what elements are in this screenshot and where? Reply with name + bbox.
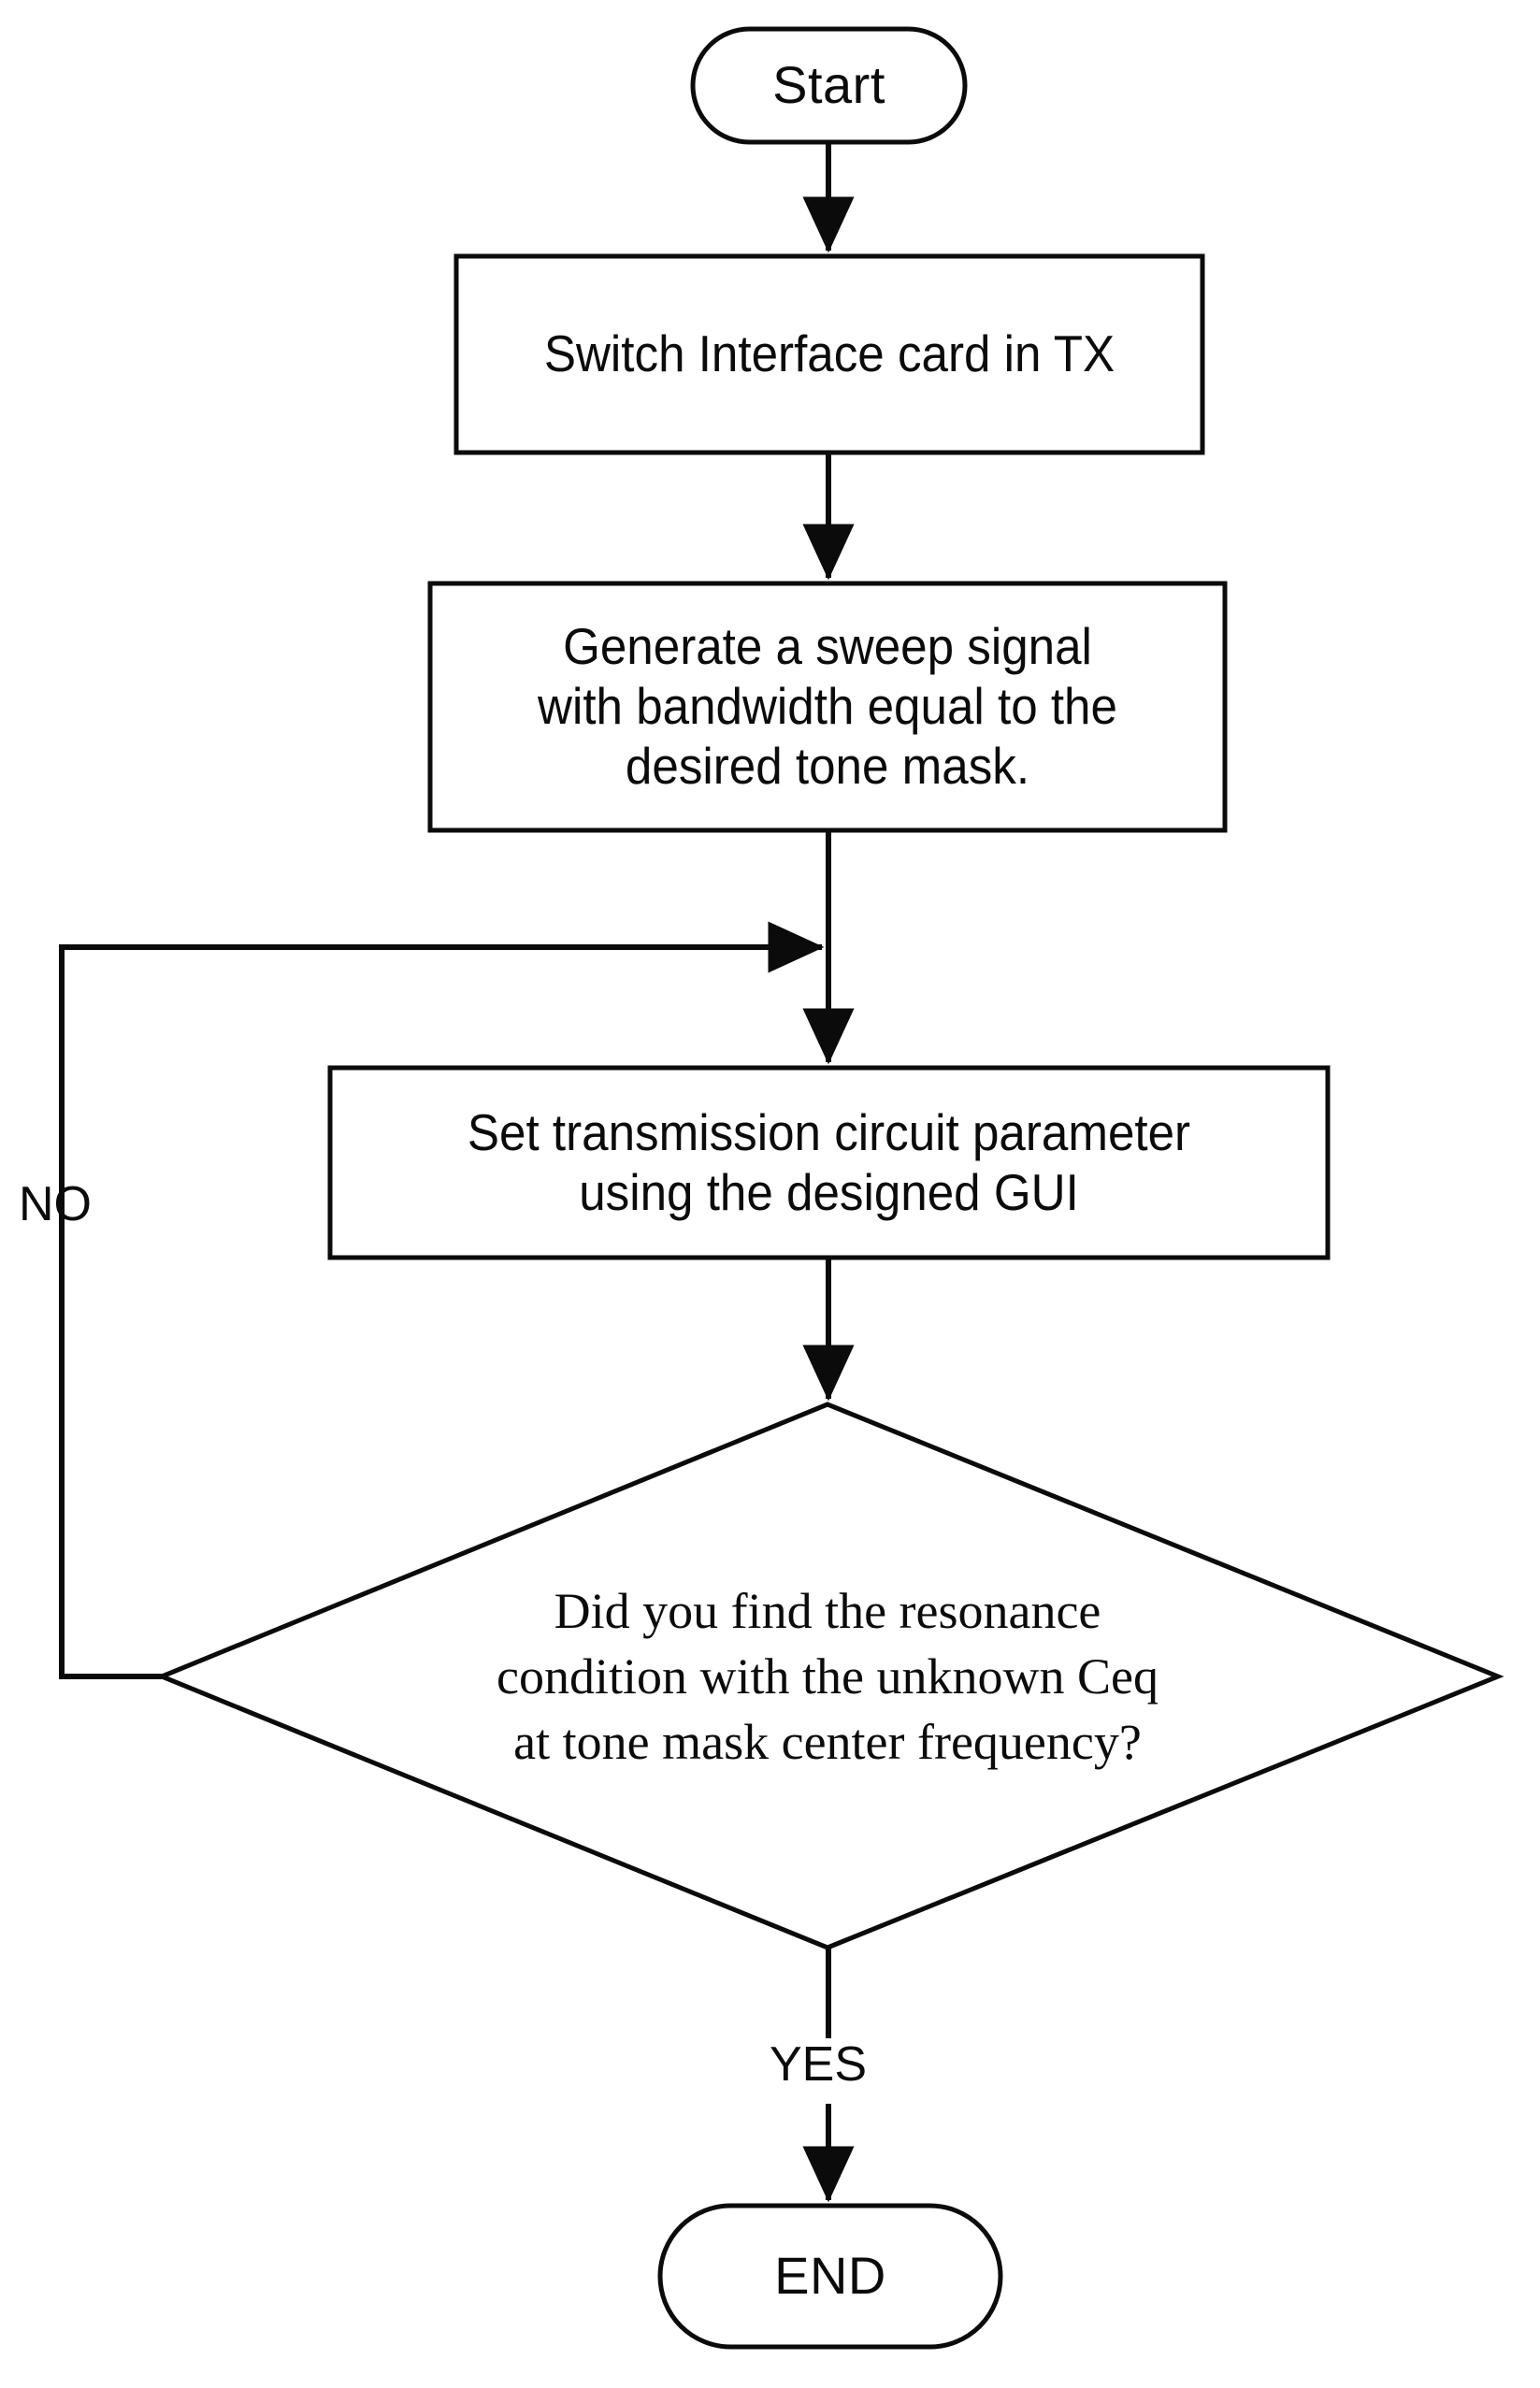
node-sweep-shape[interactable]	[427, 581, 1228, 833]
edge-decision-no-feedback	[59, 921, 825, 1679]
edge-label-no: NO	[19, 1177, 92, 1231]
edge-label-yes: YES	[770, 2037, 868, 2092]
node-set-params-shape[interactable]	[327, 1065, 1331, 1260]
node-end-shape[interactable]	[657, 2203, 1003, 2350]
node-start-shape[interactable]	[690, 26, 968, 145]
node-switch-tx-shape[interactable]	[453, 253, 1205, 455]
node-decision-shape[interactable]	[155, 1402, 1504, 1950]
